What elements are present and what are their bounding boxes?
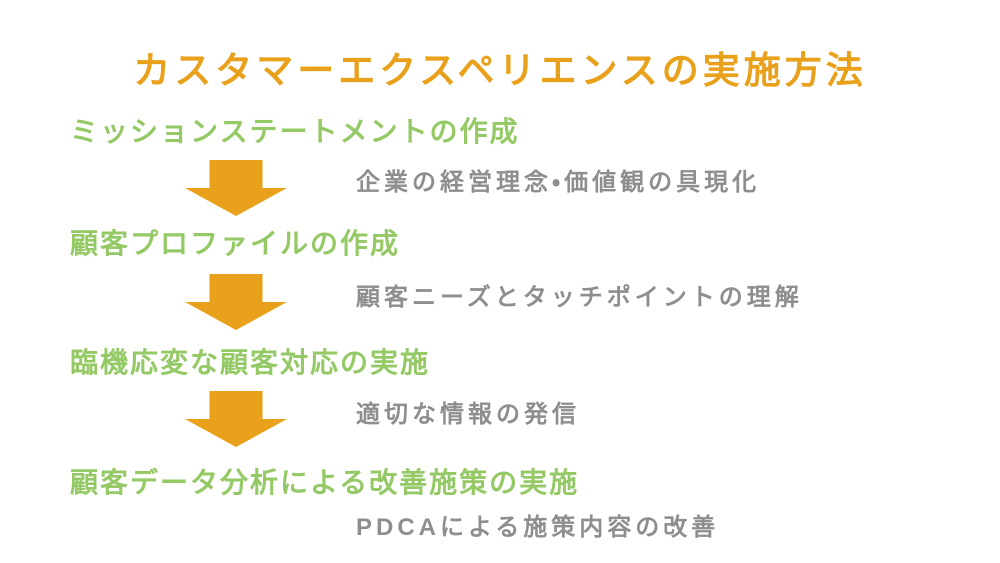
down-block-arrow-icon <box>185 160 287 216</box>
step-2-description: 顧客ニーズとタッチポイントの理解 <box>356 284 803 311</box>
step-3-description: 適切な情報の発信 <box>356 401 580 428</box>
step-1-description: 企業の経営理念・価値観の具現化 <box>356 169 761 196</box>
step-4-heading: 顧客データ分析による改善施策の実施 <box>70 467 580 498</box>
down-block-arrow-icon <box>185 274 287 330</box>
down-block-arrow-icon <box>185 391 287 447</box>
page-title: カスタマーエクスペリエンスの実施方法 <box>133 50 867 91</box>
step-1-heading: ミッションステートメントの作成 <box>70 116 520 147</box>
step-2-heading: 顧客プロファイルの作成 <box>70 228 401 259</box>
step-3-heading: 臨機応変な顧客対応の実施 <box>70 347 431 378</box>
step-4-description: PDCAによる施策内容の改善 <box>356 514 720 541</box>
